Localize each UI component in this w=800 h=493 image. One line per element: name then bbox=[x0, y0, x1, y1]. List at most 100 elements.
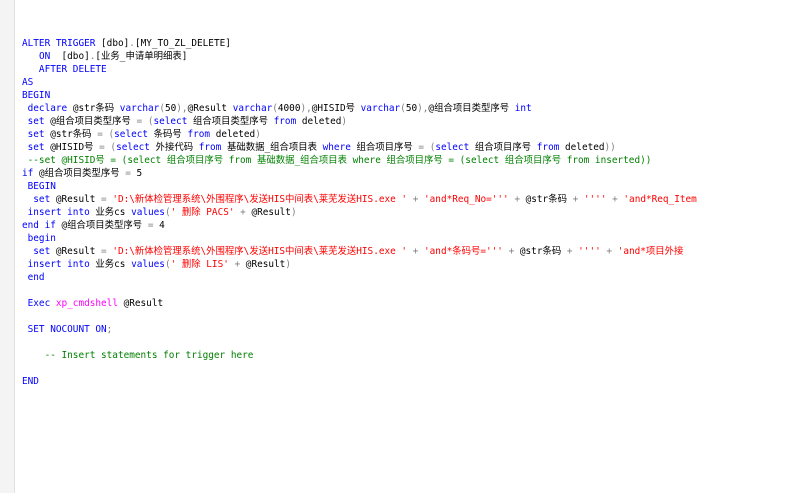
code-token: 4000 bbox=[277, 103, 301, 114]
code-token: 'D:\新体检管理系统\外围程序\发送HIS中间表\莱芜发送HIS.exe ' bbox=[112, 194, 408, 205]
code-token: AS bbox=[22, 77, 34, 88]
code-token: ( bbox=[400, 103, 406, 114]
code-token: ; bbox=[106, 324, 113, 335]
code-token: @Result bbox=[187, 103, 233, 114]
code-token: ), bbox=[300, 103, 312, 114]
code-line[interactable]: begin bbox=[22, 232, 56, 245]
code-token: xp_cmdshell bbox=[55, 298, 124, 309]
code-token: = bbox=[101, 246, 113, 257]
code-token: ( bbox=[164, 207, 171, 218]
code-token: varchar bbox=[119, 103, 160, 114]
code-token: 'and*项目外接 bbox=[617, 246, 684, 257]
code-line[interactable]: SET NOCOUNT ON; bbox=[22, 323, 113, 336]
code-token: select bbox=[116, 142, 156, 153]
code-token: end bbox=[22, 272, 45, 283]
code-token: 业务cs bbox=[95, 259, 132, 270]
code-line[interactable]: declare @str条码 varchar(50),@Result varch… bbox=[22, 102, 532, 115]
code-token: 'and*Req_Item bbox=[623, 194, 697, 205]
code-token: select bbox=[114, 129, 154, 140]
code-token: @组合项目类型序号 bbox=[428, 103, 515, 114]
code-line[interactable]: set @HISID号 = (select 外接代码 from 基础数据_组合项… bbox=[22, 141, 616, 154]
code-token: values bbox=[131, 207, 165, 218]
code-token: + bbox=[502, 246, 520, 257]
code-token: ' 删除 PACS' bbox=[170, 207, 235, 218]
code-token: declare bbox=[22, 103, 73, 114]
code-token: select bbox=[153, 116, 193, 127]
code-token: ) bbox=[285, 259, 291, 270]
code-token: = ( bbox=[136, 116, 154, 127]
code-line[interactable]: insert into 业务cs values(' 删除 PACS' + @Re… bbox=[22, 206, 297, 219]
code-token: '''' bbox=[583, 194, 607, 205]
code-token bbox=[22, 51, 39, 62]
code-line[interactable]: AS bbox=[22, 76, 33, 89]
code-token: ), bbox=[176, 103, 188, 114]
code-token: + bbox=[606, 194, 624, 205]
code-line[interactable]: insert into 业务cs values(' 删除 LIS' + @Res… bbox=[22, 258, 291, 271]
code-token: deleted bbox=[301, 116, 342, 127]
code-line[interactable]: --set @HISID号 = (select 组合项目序号 from 基础数据… bbox=[22, 154, 652, 167]
code-token: 5 bbox=[136, 168, 143, 179]
code-line[interactable]: Exec xp_cmdshell @Result bbox=[22, 297, 163, 310]
code-token: set bbox=[22, 116, 51, 127]
code-token: + bbox=[228, 259, 246, 270]
code-token: = ( bbox=[99, 142, 117, 153]
code-line[interactable]: end bbox=[22, 271, 45, 284]
code-token: deleted bbox=[565, 142, 605, 153]
code-line[interactable]: -- Insert statements for trigger here bbox=[22, 349, 254, 362]
code-token: ( bbox=[164, 259, 171, 270]
code-token: = bbox=[147, 220, 160, 231]
code-line[interactable]: set @str条码 = (select 条码号 from deleted) bbox=[22, 128, 261, 141]
code-token: 50 bbox=[164, 103, 177, 114]
code-token: int bbox=[514, 103, 532, 114]
code-line[interactable]: BEGIN bbox=[22, 89, 50, 102]
code-token: SET NOCOUNT ON bbox=[22, 324, 107, 335]
code-token: @str条码 bbox=[72, 103, 120, 114]
code-token: deleted bbox=[215, 129, 256, 140]
code-line[interactable]: set @Result = 'D:\新体检管理系统\外围程序\发送HIS中间表\… bbox=[22, 193, 697, 206]
code-token: select bbox=[435, 142, 475, 153]
code-token: [dbo] bbox=[101, 38, 130, 49]
code-token: + bbox=[561, 246, 579, 257]
code-token: begin bbox=[22, 233, 56, 244]
code-token: @Result bbox=[55, 194, 102, 205]
code-token: set bbox=[22, 194, 56, 205]
code-line[interactable]: end if @组合项目类型序号 = 4 bbox=[22, 219, 165, 232]
code-token: from bbox=[198, 142, 227, 153]
code-token: @HISID号 bbox=[311, 103, 361, 114]
code-token: [dbo] bbox=[50, 51, 90, 62]
code-token: ( bbox=[272, 103, 278, 114]
code-token: ON bbox=[38, 51, 51, 62]
code-token: END bbox=[22, 376, 39, 387]
code-token: 'and*Req_No=''' bbox=[424, 194, 509, 205]
code-line[interactable]: ON [dbo].[业务_申请单明细表] bbox=[22, 50, 187, 63]
code-line[interactable]: AFTER DELETE bbox=[22, 63, 107, 76]
code-line[interactable]: END bbox=[22, 375, 39, 388]
code-line[interactable]: BEGIN bbox=[22, 180, 56, 193]
code-token: 4 bbox=[159, 220, 165, 231]
code-token: @Result bbox=[245, 259, 286, 270]
code-token: from bbox=[273, 116, 302, 127]
editor-gutter bbox=[0, 0, 15, 493]
code-line[interactable]: set @Result = 'D:\新体检管理系统\外围程序\发送HIS中间表\… bbox=[22, 245, 683, 258]
code-token: end if bbox=[22, 220, 62, 231]
code-token: @Result bbox=[55, 246, 102, 257]
code-token: @HISID号 bbox=[50, 142, 100, 153]
sql-editor[interactable]: ALTER TRIGGER [dbo].[MY_TO_ZL_DELETE] ON… bbox=[14, 37, 800, 493]
code-token: 组合项目类型序号 bbox=[192, 116, 274, 127]
code-token: '''' bbox=[578, 246, 601, 257]
code-token: 组合项目序号 bbox=[474, 142, 537, 153]
code-token: @str条码 bbox=[525, 194, 567, 205]
code-line[interactable]: set @组合项目类型序号 = (select 组合项目类型序号 from de… bbox=[22, 115, 347, 128]
code-line[interactable]: if @组合项目类型序号 = 5 bbox=[22, 167, 142, 180]
code-token: from bbox=[187, 129, 216, 140]
code-token: + bbox=[407, 246, 425, 257]
code-token: varchar bbox=[232, 103, 273, 114]
code-token: set bbox=[22, 142, 51, 153]
code-token: + bbox=[407, 194, 425, 205]
code-token: [业务_申请单明细表] bbox=[95, 51, 188, 62]
code-token: 业务cs bbox=[95, 207, 132, 218]
code-line[interactable]: ALTER TRIGGER [dbo].[MY_TO_ZL_DELETE] bbox=[22, 37, 231, 50]
code-token: set bbox=[22, 246, 56, 257]
code-token: . bbox=[89, 51, 96, 62]
code-token: values bbox=[131, 259, 165, 270]
